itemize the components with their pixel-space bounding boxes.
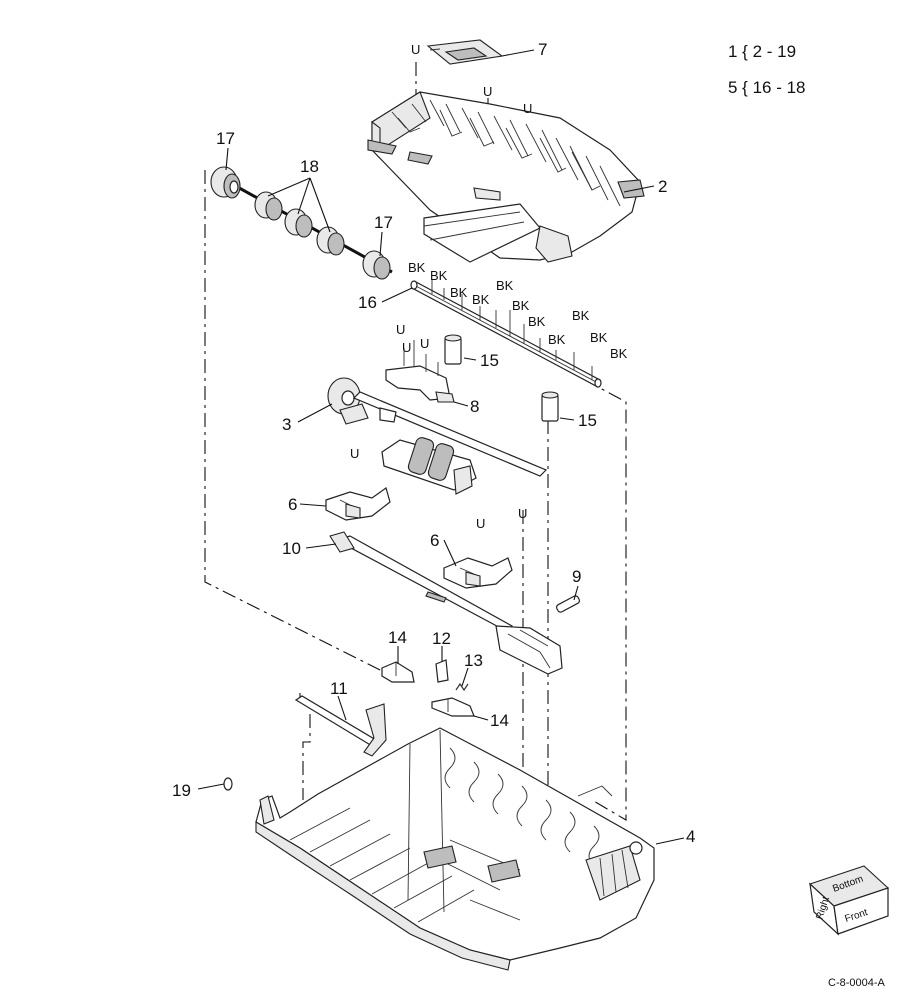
u-tag-bracket-1: U: [396, 322, 405, 337]
part-6-link-right: [443, 557, 513, 589]
part-6-link-left: [325, 487, 391, 521]
bk-tag-9: BK: [572, 308, 590, 323]
bk-tag-6: BK: [512, 298, 530, 313]
u-tag-chute-center: U: [483, 84, 492, 99]
part-16-shaft: [410, 280, 602, 388]
bk-tag-8: BK: [548, 332, 566, 347]
orientation-cube: Bottom Front Right: [808, 865, 890, 936]
part-13-spring: [455, 682, 469, 692]
callout-12: 12: [432, 629, 451, 648]
callout-8: 8: [470, 397, 479, 416]
part-2-upper-chute: [367, 91, 645, 263]
callout-6-right: 6: [430, 531, 439, 550]
u-tag-link-left: U: [350, 446, 359, 461]
part-15-collar-lower: [541, 391, 559, 422]
callout-17-left: 17: [216, 129, 235, 148]
bk-tag-3: BK: [450, 285, 468, 300]
part-18-roller-1: [254, 191, 283, 221]
part-4-bottom-frame: [255, 727, 655, 971]
bk-tag-1: BK: [408, 260, 426, 275]
part-14-clip-upper: [381, 661, 415, 683]
callout-leaders: [197, 49, 685, 845]
u-tags: U U U U U U U U U: [350, 42, 532, 531]
u-tag-frame: U: [518, 506, 527, 521]
callout-15-upper: 15: [480, 351, 499, 370]
legend-line-2: 5 { 16 - 18: [728, 78, 806, 97]
bk-tag-5: BK: [496, 278, 514, 293]
bk-tag-10: BK: [590, 330, 608, 345]
callout-4: 4: [686, 827, 695, 846]
part-7-plate: [426, 39, 504, 65]
part-12-clip: [435, 659, 449, 683]
callout-7: 7: [538, 40, 547, 59]
u-tag-link-right: U: [476, 516, 485, 531]
part-17-roller-left: [210, 166, 241, 199]
bk-tag-11: BK: [610, 346, 628, 361]
callout-10: 10: [282, 539, 301, 558]
part-14-clip-lower: [431, 697, 475, 717]
u-tag-bracket-2: U: [402, 340, 411, 355]
callout-15-lower: 15: [578, 411, 597, 430]
part-18-roller-3: [316, 226, 345, 256]
callout-19: 19: [172, 781, 191, 800]
part-9-pin: [555, 595, 581, 613]
callout-17-right: 17: [374, 213, 393, 232]
callout-11: 11: [330, 679, 348, 698]
bk-tags: BK BK BK BK BK BK BK BK BK BK BK: [408, 260, 628, 361]
callout-14-lower: 14: [490, 711, 509, 730]
callout-16: 16: [358, 293, 377, 312]
callout-numbers: 2 3 4 6 6 7 8 9 10 11 12 13 14 14 15 15 …: [172, 40, 695, 846]
callout-14-upper: 14: [388, 628, 407, 647]
part-15-collar-upper: [444, 334, 462, 365]
part-3-feed-assembly: [327, 377, 548, 495]
part-17-roller-right: [362, 250, 391, 280]
callout-3: 3: [282, 415, 291, 434]
callout-9: 9: [572, 567, 581, 586]
callout-13: 13: [464, 651, 483, 670]
part-19-pin: [223, 777, 233, 791]
parts-17-18-roller-set: [210, 166, 393, 280]
u-tag-chute-right: U: [523, 101, 532, 116]
bk-tag-7: BK: [528, 314, 546, 329]
part-8-bracket: [385, 340, 455, 403]
callout-6-left: 6: [288, 495, 297, 514]
part-18-roller-2: [284, 208, 313, 238]
figure-code: C-8-0004-A: [828, 977, 886, 989]
u-tag-part-7: U: [411, 42, 420, 57]
callout-2: 2: [658, 177, 667, 196]
u-tag-bracket-3: U: [420, 336, 429, 351]
legend-line-1: 1 { 2 - 19: [728, 42, 796, 61]
callout-18: 18: [300, 157, 319, 176]
part-11-rod: [294, 695, 387, 757]
bk-tag-4: BK: [472, 292, 490, 307]
bk-tag-2: BK: [430, 268, 448, 283]
part-10-lever: [329, 531, 563, 675]
